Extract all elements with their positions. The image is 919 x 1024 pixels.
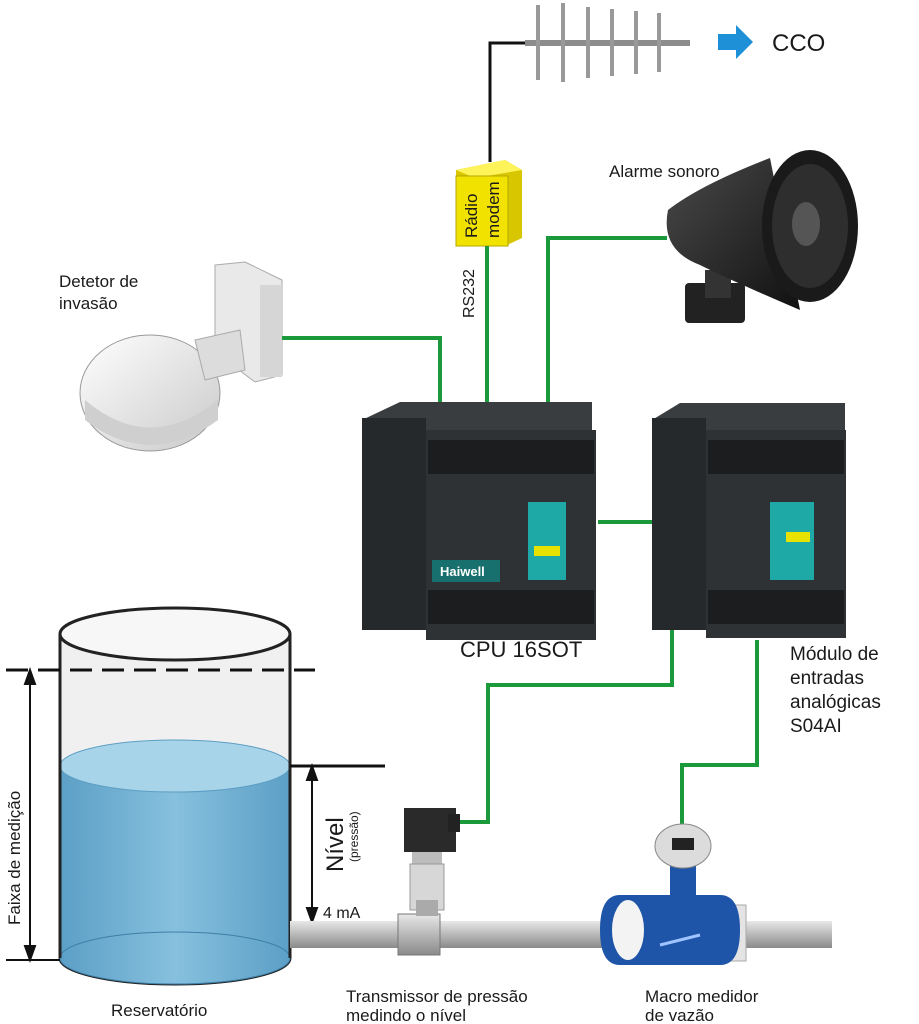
antenna-cable: [488, 41, 525, 162]
motion-detector-icon: [79, 261, 283, 452]
macro-label-2: de vazão: [645, 1006, 714, 1024]
transmissor-label-2: medindo o nível: [346, 1006, 466, 1024]
plc-analog-module: [652, 403, 846, 638]
flow-meter-icon: [600, 823, 747, 965]
wire-siren-cpu: [546, 236, 667, 432]
cpu-label: CPU 16SOT: [460, 637, 582, 662]
modulo-label-3: analógicas: [790, 692, 881, 713]
wire-module-meter: [680, 640, 759, 828]
modulo-label-2: entradas: [790, 668, 864, 689]
rs232-label: RS232: [461, 269, 478, 318]
faixa-label: Faixa de medição: [5, 791, 24, 925]
modulo-label-4: S04AI: [790, 716, 842, 737]
siren-icon: [666, 150, 858, 323]
cco-label: CCO: [772, 30, 825, 57]
transmissor-label-1: Transmissor de pressão: [346, 987, 528, 1006]
plc-cpu: Haiwell: [362, 402, 596, 640]
detetor-label-1: Detetor de: [59, 272, 138, 291]
modulo-label-1: Módulo de: [790, 644, 879, 665]
ma-label: 4 mA: [323, 905, 361, 922]
reservoir-tank: [58, 606, 292, 986]
radio-modem-label-2: modem: [484, 181, 503, 238]
signal-wires: [282, 236, 759, 828]
nivel-label: Nível: [322, 817, 349, 872]
pipe: [290, 921, 832, 948]
radio-modem: Rádio modem: [455, 160, 522, 247]
antenna-icon: [525, 3, 690, 82]
detetor-label-2: invasão: [59, 294, 118, 313]
arrow-right-icon: [718, 25, 753, 59]
brand-label: Haiwell: [440, 564, 485, 579]
pressure-transmitter-icon: [404, 808, 460, 916]
radio-modem-label-1: Rádio: [462, 194, 481, 238]
macro-label-1: Macro medidor: [645, 987, 759, 1006]
pressao-label: (pressão): [347, 811, 361, 862]
faixa-dimension: [6, 667, 60, 963]
alarme-label: Alarme sonoro: [609, 162, 720, 181]
reservatorio-label: Reservatório: [111, 1001, 207, 1020]
nivel-dimension: [290, 763, 385, 925]
wire-detector-cpu: [282, 336, 442, 432]
wire-module-transmitter: [458, 600, 674, 824]
